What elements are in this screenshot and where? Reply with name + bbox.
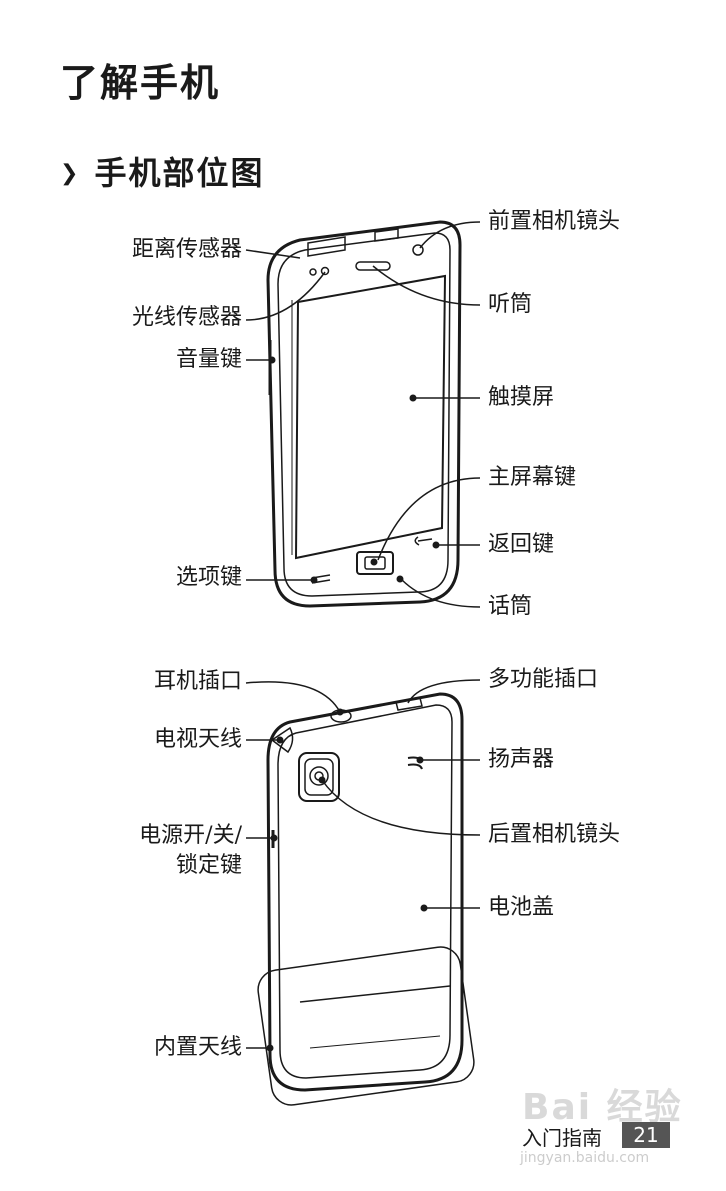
front-callouts [245,221,481,608]
label-proximity-sensor: 距离传感器 [131,237,242,262]
label-rear-camera: 后置相机镜头 [488,822,621,847]
page-number-badge: 21 [622,1122,670,1148]
section-title: ❯ 手机部位图 [60,148,264,194]
baidu-watermark-logo: Bai 经验 [522,1087,683,1128]
label-microphone: 话筒 [488,594,533,619]
watermark-url: jingyan.baidu.com [520,1150,650,1166]
label-internal-antenna: 内置天线 [153,1035,242,1060]
label-tv-antenna: 电视天线 [153,727,242,752]
label-volume-key: 音量键 [175,347,242,372]
label-power-key-line2: 锁定键 [175,853,242,878]
label-front-camera: 前置相机镜头 [488,209,621,234]
label-speaker: 扬声器 [488,747,555,772]
label-power-key-line1: 电源开/关/ [139,823,242,848]
phone-front-illustration [266,220,462,608]
label-earpiece: 听筒 [488,292,533,317]
section-title-text: 手机部位图 [94,154,265,192]
label-headset-jack: 耳机插口 [153,669,242,694]
phone-back-illustration [257,692,475,1106]
page-title: 了解手机 [60,61,221,105]
label-back-key: 返回键 [488,532,555,557]
back-callout-dots [266,708,428,1052]
back-callouts [245,679,481,1049]
footer-section-name: 入门指南 [522,1126,602,1150]
front-callout-dots [268,356,440,584]
label-option-key: 选项键 [175,565,242,590]
label-light-sensor: 光线传感器 [131,305,242,330]
chevron-right-icon: ❯ [60,161,81,186]
label-home-key: 主屏幕键 [488,465,577,490]
label-multifunction-jack: 多功能插口 [488,667,599,692]
label-battery-cover: 电池盖 [488,895,555,920]
label-touchscreen: 触摸屏 [488,385,555,410]
